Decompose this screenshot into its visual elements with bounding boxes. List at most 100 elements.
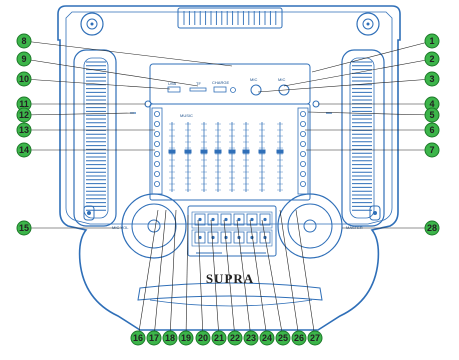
leader-line [223,219,236,339]
button-icon[interactable] [153,121,160,128]
callout-17: 17 [146,330,162,346]
button-icon[interactable] [233,213,245,226]
leader-line [311,40,433,73]
callout-24: 24 [259,330,275,346]
svg-text:17: 17 [149,333,159,343]
wheel-icon [356,12,380,36]
button-icon[interactable] [207,231,219,244]
svg-text:2: 2 [429,54,434,64]
speaker-grille-icon [73,49,117,227]
svg-text:13: 13 [19,125,29,135]
button-icon[interactable] [299,111,306,118]
callout-23: 23 [243,330,259,346]
led-icon [230,87,236,93]
tf-label: TF [196,81,201,86]
leader-line [23,78,171,90]
button-icon[interactable] [259,231,271,244]
button-icon[interactable] [299,180,306,187]
button-icon[interactable] [246,213,258,226]
mic-volume-knob[interactable] [121,193,187,259]
leader-line [257,78,433,93]
svg-text:24: 24 [262,333,272,343]
callout-6: 6 [424,122,440,138]
button-icon[interactable] [299,121,306,128]
button-icon[interactable] [299,140,306,147]
callout-3: 3 [424,71,440,87]
svg-text:9: 9 [21,54,26,64]
svg-text:16: 16 [133,333,143,343]
callout-18: 18 [162,330,178,346]
screw-icon [83,205,95,221]
leader-line [210,219,220,339]
leader-line [197,219,204,339]
svg-text:28: 28 [427,223,437,233]
slider-icon[interactable] [200,149,208,154]
callout-14: 14 [16,142,32,158]
leader-line [137,209,159,339]
button-icon[interactable] [220,213,232,226]
svg-text:14: 14 [19,145,29,155]
svg-text:5: 5 [429,110,434,120]
callout-5: 5 [424,107,440,123]
mixer-panel: MUSIC [149,103,311,201]
svg-text:4: 4 [429,99,434,109]
leader-line [295,209,316,339]
bottom-handle-inner [149,299,313,307]
callout-12: 12 [16,107,32,123]
svg-text:10: 10 [19,74,29,84]
button-icon[interactable] [259,213,271,226]
button-icon[interactable] [153,140,160,147]
svg-text:26: 26 [294,333,304,343]
button-icon[interactable] [153,180,160,187]
button-icon[interactable] [194,213,206,226]
leader-line [307,111,433,116]
leader-line [153,209,167,339]
usb-label: USB [168,81,177,86]
slider-icon[interactable] [214,149,222,154]
button-icon[interactable] [153,170,160,177]
svg-text:8: 8 [21,36,26,46]
callout-1: 1 [424,33,440,49]
slider-icon[interactable] [276,149,284,154]
slider-icon[interactable] [168,149,176,154]
svg-text:22: 22 [230,333,240,343]
top-handle [177,7,283,29]
button-icon[interactable] [153,111,160,118]
button-icon[interactable] [233,231,245,244]
button-icon[interactable] [194,231,206,244]
mic-jack-1[interactable] [250,84,262,96]
slider-icon[interactable] [242,149,250,154]
usb-port[interactable] [167,86,181,93]
slider-icon[interactable] [258,149,266,154]
svg-text:15: 15 [19,223,29,233]
master-volume-knob[interactable] [277,193,343,259]
svg-text:19: 19 [181,333,191,343]
leader-line [23,58,199,87]
callout-10: 10 [16,71,32,87]
leader-line [23,40,233,67]
slider-icon[interactable] [184,149,192,154]
callout-21: 21 [211,330,227,346]
charge-label: CHARGE [212,80,229,85]
button-icon[interactable] [153,160,160,167]
svg-text:21: 21 [214,333,224,343]
button-icon[interactable] [207,213,219,226]
button-icon[interactable] [299,130,306,137]
tf-slot[interactable] [189,87,207,92]
charge-port[interactable] [213,86,227,93]
mic-jack-2[interactable] [278,84,290,96]
button-icon[interactable] [153,130,160,137]
callout-9: 9 [16,51,32,67]
slider-icon[interactable] [228,149,236,154]
svg-text:1: 1 [429,36,434,46]
button-icon[interactable] [299,150,306,157]
button-icon[interactable] [299,170,306,177]
svg-text:3: 3 [429,74,434,84]
button-icon[interactable] [153,150,160,157]
callout-13: 13 [16,122,32,138]
mic-label-2: MIC [278,77,285,82]
svg-text:18: 18 [165,333,175,343]
button-icon[interactable] [299,160,306,167]
